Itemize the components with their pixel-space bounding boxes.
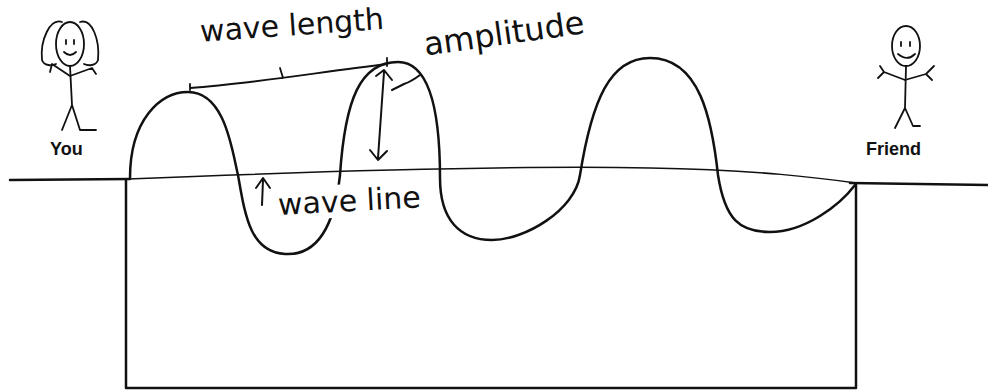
amplitude-label: amplitude — [420, 5, 589, 63]
wavelength-bracket — [190, 58, 387, 90]
amplitude-arrow — [370, 70, 420, 160]
wave-line-label: wave line — [275, 180, 423, 221]
wave-curve — [130, 58, 855, 254]
you-label: You — [48, 140, 85, 160]
wave-line-arrow — [256, 178, 270, 205]
friend-label: Friend — [864, 140, 923, 160]
wavelength-label: wave length — [197, 2, 387, 48]
you-figure — [42, 22, 99, 130]
tank-outline — [126, 180, 856, 388]
friend-figure — [878, 26, 934, 128]
ground-line — [10, 179, 988, 185]
